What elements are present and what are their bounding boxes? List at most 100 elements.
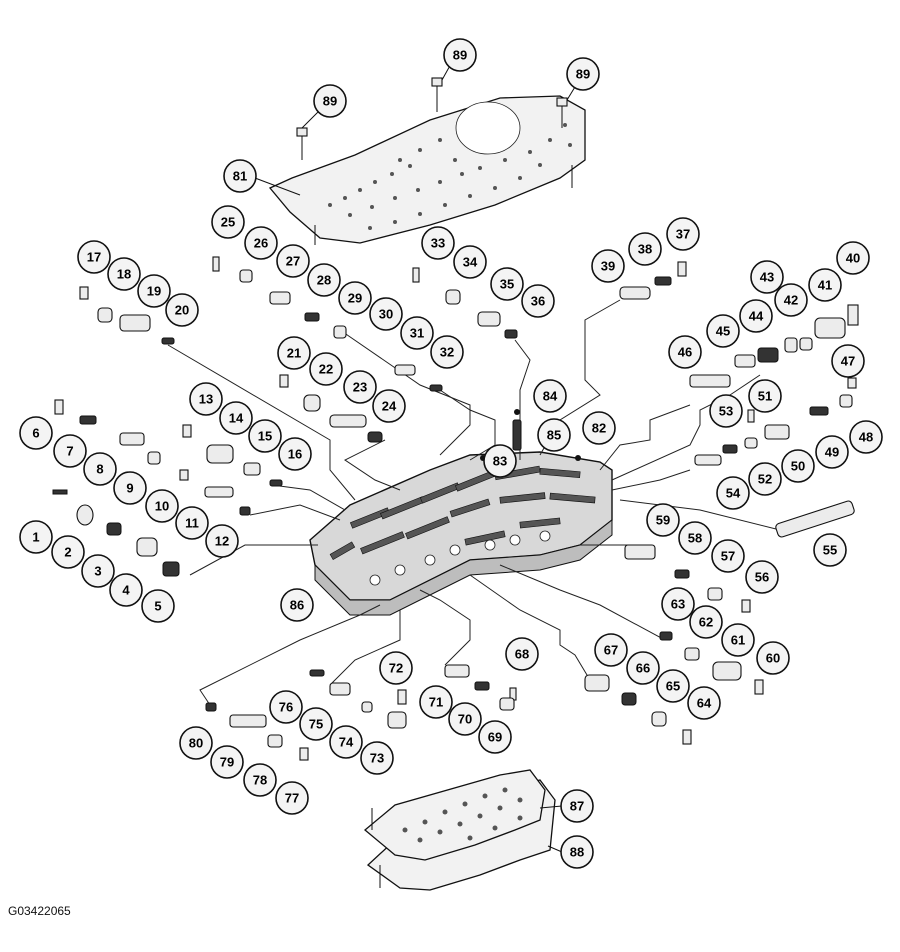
callout-27: 27 <box>276 244 310 278</box>
callout-63-label: 63 <box>671 597 685 612</box>
callout-36: 36 <box>521 284 555 318</box>
callout-64: 64 <box>687 686 721 720</box>
callout-12: 12 <box>205 524 239 558</box>
callout-81: 81 <box>223 159 257 193</box>
callout-82: 82 <box>582 411 616 445</box>
callout-8-label: 8 <box>96 462 103 477</box>
callout-2-label: 2 <box>64 545 71 560</box>
callout-12-label: 12 <box>215 534 229 549</box>
callout-42-label: 42 <box>784 293 798 308</box>
callout-20-label: 20 <box>175 303 189 318</box>
callout-69-label: 69 <box>488 730 502 745</box>
callout-59-label: 59 <box>656 513 670 528</box>
callout-6-label: 6 <box>32 426 39 441</box>
callout-88-label: 88 <box>570 845 584 860</box>
callout-47-label: 47 <box>841 354 855 369</box>
callout-89-left-label: 89 <box>323 94 337 109</box>
callout-27-label: 27 <box>286 254 300 269</box>
callout-20: 20 <box>165 293 199 327</box>
callout-51: 51 <box>748 379 782 413</box>
callout-18: 18 <box>107 257 141 291</box>
figure-id-label: G03422065 <box>8 904 71 918</box>
callout-72-label: 72 <box>389 661 403 676</box>
callout-15: 15 <box>248 419 282 453</box>
callout-29: 29 <box>338 281 372 315</box>
callout-86: 86 <box>280 588 314 622</box>
main-valve-body <box>309 451 613 616</box>
callout-23: 23 <box>343 370 377 404</box>
callout-13-label: 13 <box>199 392 213 407</box>
callout-50-label: 50 <box>791 459 805 474</box>
callout-31-label: 31 <box>410 326 424 341</box>
callout-21-label: 21 <box>287 346 301 361</box>
callout-59: 59 <box>646 503 680 537</box>
callout-78-label: 78 <box>253 773 267 788</box>
callout-35: 35 <box>490 267 524 301</box>
callout-51-label: 51 <box>758 389 772 404</box>
callout-9-label: 9 <box>126 481 133 496</box>
callout-42: 42 <box>774 283 808 317</box>
callout-68-label: 68 <box>515 647 529 662</box>
callout-45-label: 45 <box>716 324 730 339</box>
callout-57: 57 <box>711 539 745 573</box>
callout-14-label: 14 <box>229 411 244 426</box>
callout-21: 21 <box>277 336 311 370</box>
callout-50: 50 <box>781 449 815 483</box>
callout-25: 25 <box>211 205 245 239</box>
callout-89-center-label: 89 <box>453 48 467 63</box>
callout-46: 46 <box>668 335 702 369</box>
callout-15-label: 15 <box>258 429 272 444</box>
callout-4-label: 4 <box>122 583 130 598</box>
callout-56-label: 56 <box>755 570 769 585</box>
callout-61: 61 <box>721 623 755 657</box>
valve-parts <box>52 256 859 761</box>
callout-55-label: 55 <box>823 543 837 558</box>
callout-30-label: 30 <box>379 307 393 322</box>
callout-28-label: 28 <box>317 273 331 288</box>
callout-5: 5 <box>141 589 175 623</box>
callout-49: 49 <box>815 435 849 469</box>
callout-22-label: 22 <box>319 362 333 377</box>
callout-32: 32 <box>430 335 464 369</box>
callout-11: 11 <box>175 506 209 540</box>
callout-7-label: 7 <box>66 444 73 459</box>
callout-37-label: 37 <box>676 227 690 242</box>
callout-31: 31 <box>400 316 434 350</box>
callout-45: 45 <box>706 314 740 348</box>
callout-61-label: 61 <box>731 633 745 648</box>
callout-58: 58 <box>678 521 712 555</box>
callout-81-label: 81 <box>233 169 247 184</box>
callout-60: 60 <box>756 641 790 675</box>
callout-35-label: 35 <box>500 277 514 292</box>
callout-70: 70 <box>448 702 482 736</box>
callout-9: 9 <box>113 471 147 505</box>
callout-5-label: 5 <box>154 599 161 614</box>
callout-84-label: 84 <box>543 389 558 404</box>
callout-67-label: 67 <box>604 643 618 658</box>
callout-53-label: 53 <box>719 404 733 419</box>
callout-48-label: 48 <box>859 430 873 445</box>
callout-2: 2 <box>51 535 85 569</box>
callout-89-right-label: 89 <box>576 67 590 82</box>
callout-13: 13 <box>189 382 223 416</box>
callout-29-label: 29 <box>348 291 362 306</box>
callout-1-label: 1 <box>32 530 39 545</box>
callout-77-label: 77 <box>285 791 299 806</box>
callout-74-label: 74 <box>339 735 354 750</box>
upper-separator-plate <box>268 95 586 245</box>
callout-54: 54 <box>716 476 750 510</box>
callout-8: 8 <box>83 452 117 486</box>
callout-40: 40 <box>836 241 870 275</box>
callout-68: 68 <box>505 637 539 671</box>
callout-80-label: 80 <box>189 736 203 751</box>
callout-48: 48 <box>849 420 883 454</box>
callout-10-label: 10 <box>155 499 169 514</box>
callout-64-label: 64 <box>697 696 712 711</box>
callout-22: 22 <box>309 352 343 386</box>
callout-14: 14 <box>219 401 253 435</box>
callout-62: 62 <box>689 605 723 639</box>
callout-75-label: 75 <box>309 717 323 732</box>
callout-79: 79 <box>210 745 244 779</box>
callout-41-label: 41 <box>818 278 832 293</box>
callout-44: 44 <box>739 299 773 333</box>
